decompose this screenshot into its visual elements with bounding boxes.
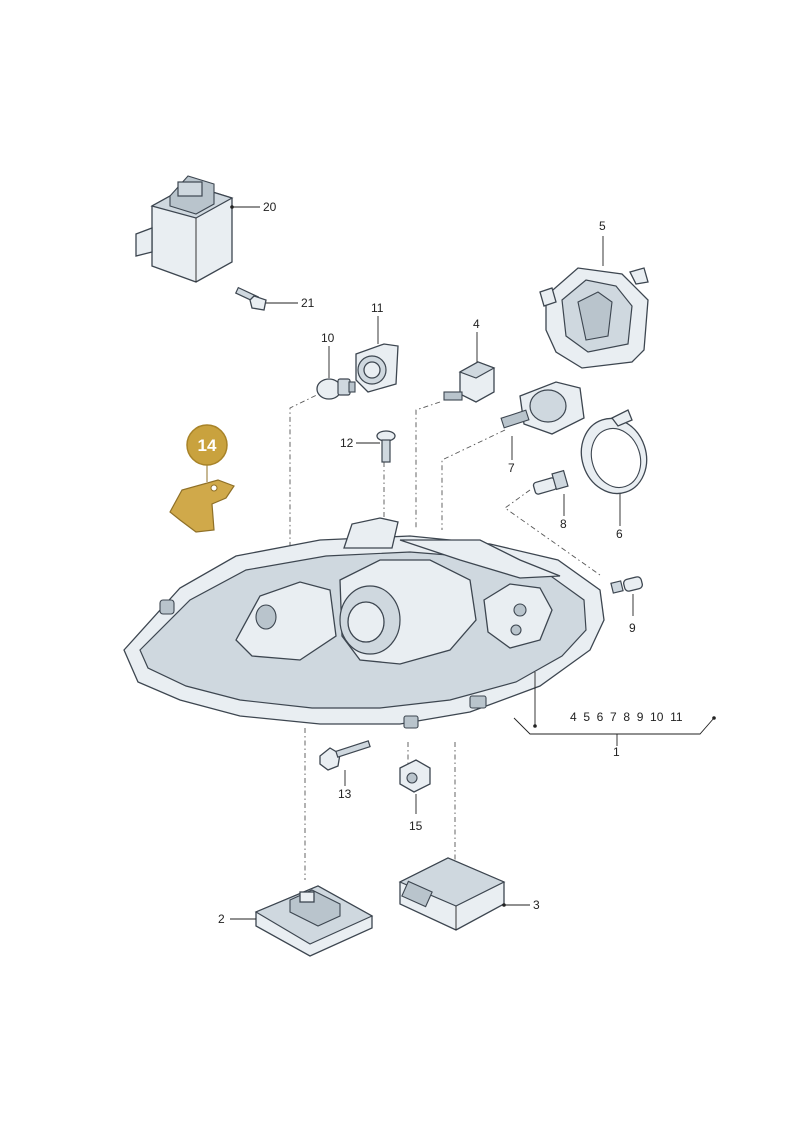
label-6: 6 — [616, 527, 623, 541]
highlight-badge-14: 14 — [186, 424, 228, 466]
assembly-guide-lines — [289, 389, 601, 880]
label-8: 8 — [560, 517, 567, 531]
xenon-lamp-7 — [500, 381, 585, 435]
label-15: 15 — [409, 819, 423, 833]
label-2: 2 — [218, 912, 225, 926]
leader-dot-3 — [502, 903, 506, 907]
retaining-ring-6 — [580, 409, 648, 495]
label-13: 13 — [338, 787, 352, 801]
svg-text:14: 14 — [198, 436, 217, 455]
leader-dot-20 — [230, 205, 234, 209]
screw-21 — [234, 286, 267, 311]
bulb-8 — [532, 469, 569, 495]
label-12: 12 — [340, 436, 354, 450]
group-bracket-1 — [513, 672, 716, 746]
bulb-9 — [610, 576, 643, 594]
label-11: 11 — [371, 301, 384, 315]
label-5: 5 — [599, 219, 606, 233]
label-10: 10 — [321, 331, 335, 345]
headlight-housing-1 — [123, 517, 605, 729]
ballast-unit-2 — [254, 885, 374, 957]
cover-cap-5 — [539, 267, 649, 369]
label-3: 3 — [533, 898, 540, 912]
clip-15 — [399, 759, 431, 793]
screw-12 — [376, 430, 396, 463]
label-7: 7 — [508, 461, 515, 475]
label-20: 20 — [263, 200, 277, 214]
highlighted-bracket-14 — [169, 462, 235, 533]
label-4: 4 — [473, 317, 480, 331]
label-21: 21 — [301, 296, 315, 310]
group-list-label: 4 5 6 7 8 9 10 11 — [570, 710, 683, 724]
bolt-13 — [319, 740, 371, 771]
bulb-10 — [316, 378, 356, 400]
label-9: 9 — [629, 621, 636, 635]
bulb-holder-11 — [355, 343, 399, 393]
label-1: 1 — [613, 745, 620, 759]
control-unit-20 — [135, 175, 234, 283]
actuator-4 — [443, 361, 496, 403]
control-unit-3 — [398, 857, 506, 931]
